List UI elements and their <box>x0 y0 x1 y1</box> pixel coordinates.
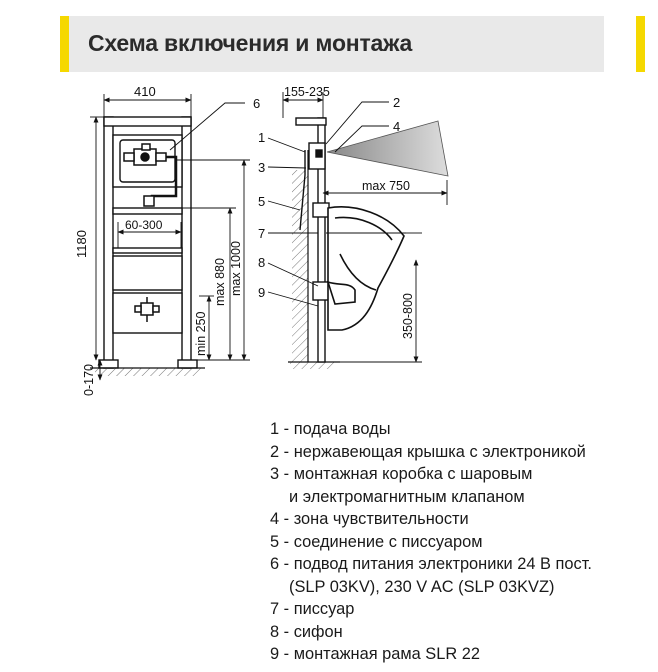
wall-hatch <box>292 170 308 362</box>
front-valve <box>123 143 178 207</box>
legend-text: подвод питания электроники 24 В пост. <box>293 555 592 573</box>
callout-7: 7 <box>258 226 265 241</box>
side-callout-leaders <box>267 101 389 307</box>
legend-number: 8 <box>270 622 280 641</box>
legend-item: 6 - подвод питания электроники 24 В пост… <box>270 555 592 573</box>
accent-bar-right <box>636 16 645 72</box>
legend-text: сифон <box>293 622 343 641</box>
legend-text: подача воды <box>293 420 391 438</box>
side-depth-label: 155-235 <box>284 85 330 99</box>
legend-item: 2 - нержавеющая крышка с электроникой <box>270 442 586 461</box>
accent-bar-left <box>60 16 69 72</box>
legend-text: монтажная коробка с шаровым <box>293 465 533 483</box>
side-height-label: 350-800 <box>401 293 415 339</box>
side-frame <box>295 117 330 363</box>
legend-number: 5 <box>270 532 280 551</box>
page-title: Схема включения и монтажа <box>88 30 413 56</box>
callout-5: 5 <box>258 194 265 209</box>
legend-number: 1 <box>270 420 280 438</box>
side-range-label: max 750 <box>362 179 410 193</box>
side-dimension-lines <box>282 92 448 363</box>
callout-2: 2 <box>393 95 400 110</box>
legend-number: 3 <box>270 465 280 483</box>
legend-text: монтажная рама SLR 22 <box>293 645 480 663</box>
title-band <box>60 16 604 72</box>
callout-9: 9 <box>258 285 265 300</box>
legend-item: 5 - соединение с писсуаром <box>270 532 483 551</box>
legend-item: 1 - подача воды <box>270 420 391 438</box>
callout-6-leader <box>169 102 245 151</box>
front-box-label: 60-300 <box>125 218 163 232</box>
legend: 1 - подача воды 2 - нержавеющая крышка с … <box>270 418 592 666</box>
legend-number: 4 <box>270 510 280 528</box>
legend-item: 4 - зона чувствительности <box>270 510 469 528</box>
legend-item: 3 - монтажная коробка с шаровым <box>270 465 533 483</box>
sensor-zone <box>326 120 449 177</box>
legend-text: соединение с писсуаром <box>293 532 483 551</box>
urinal <box>326 206 405 331</box>
callout-4: 4 <box>393 119 400 134</box>
legend-item: 8 - сифон <box>270 622 343 641</box>
legend-text: нержавеющая крышка с электроникой <box>293 442 586 461</box>
front-width-label: 410 <box>134 84 156 99</box>
front-flush-outlet <box>134 297 160 322</box>
legend-number: 7 <box>270 600 280 618</box>
front-max1000-label: max 1000 <box>229 241 243 296</box>
water-pipe <box>299 150 306 231</box>
front-floor-label: 0-170 <box>82 364 96 396</box>
legend-number: 9 <box>270 645 280 663</box>
callout-1: 1 <box>258 130 265 145</box>
legend-item: 9 - монтажная рама SLR 22 <box>270 645 480 663</box>
callout-8: 8 <box>258 255 265 270</box>
legend-text: писсуар <box>293 600 355 618</box>
legend-number: 6 <box>270 555 280 573</box>
callout-6: 6 <box>253 96 260 111</box>
legend-continuation: и электромагнитным клапаном <box>289 487 525 506</box>
front-max880-label: max 880 <box>213 258 227 306</box>
legend-text: зона чувствительности <box>293 510 469 528</box>
legend-item: 7 - писсуар <box>270 600 355 618</box>
front-dimension-lines <box>90 94 250 381</box>
legend-number: 2 <box>270 442 280 461</box>
callout-3: 3 <box>258 160 265 175</box>
floor-hatch-side <box>290 362 334 369</box>
front-height-label: 1180 <box>74 230 89 258</box>
front-min250-label: min 250 <box>194 311 208 356</box>
floor-hatch-front <box>95 368 201 376</box>
legend-continuation: (SLP 03KV), 230 V AC (SLP 03KVZ) <box>289 577 555 596</box>
